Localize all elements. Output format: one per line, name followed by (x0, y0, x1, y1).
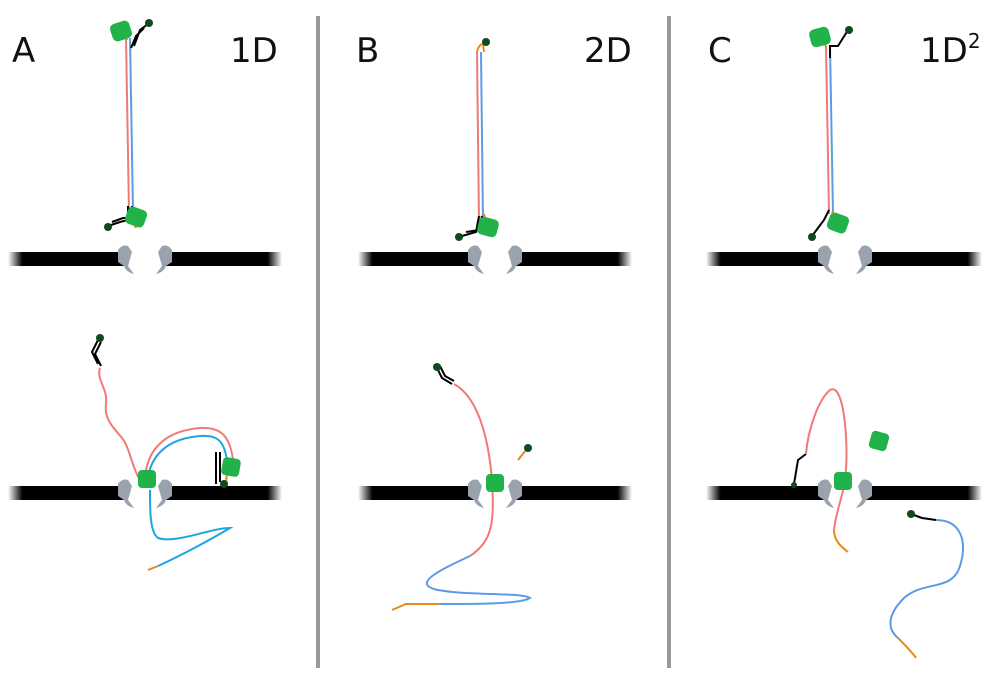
dna-duplex (107, 23, 149, 229)
tether-bead-icon (104, 223, 112, 231)
translocating-strand (90, 339, 235, 571)
motor-protein-icon (826, 212, 850, 234)
dna-duplex (811, 29, 849, 237)
membrane (358, 486, 478, 500)
nanopore-icon (468, 245, 484, 274)
nanopore-icon (118, 479, 134, 508)
membrane (512, 252, 632, 266)
panel-c: C 1D2 (706, 26, 982, 659)
membrane (162, 486, 282, 500)
translocating-strand (793, 388, 964, 659)
motor-protein-icon (486, 474, 504, 492)
membrane (512, 486, 632, 500)
membrane (8, 252, 128, 266)
motor-protein-icon (868, 430, 890, 452)
tether-bead-icon (907, 510, 915, 518)
nanopore-icon (818, 479, 834, 508)
nanopore-icon (156, 245, 172, 274)
nanopore-icon (818, 245, 834, 274)
tether-bead-icon (433, 363, 441, 371)
panel-letter: A (12, 31, 35, 71)
tether-bead-icon (524, 444, 532, 452)
nanopore-icon (468, 479, 484, 508)
nanopore-icon (156, 479, 172, 508)
tether-bead-icon (455, 233, 463, 241)
membrane (162, 252, 282, 266)
panel-mode-label: 1D (230, 31, 278, 71)
tether-bead-icon (145, 19, 153, 27)
tether-bead-icon (220, 480, 228, 488)
motor-protein-icon (477, 216, 499, 238)
motor-protein-icon (834, 472, 852, 490)
membrane (862, 486, 982, 500)
panel-b: B 2D (356, 31, 632, 611)
motor-protein-icon (110, 20, 132, 42)
motor-protein-icon (809, 26, 831, 48)
membrane (358, 252, 478, 266)
tether-bead-icon (808, 233, 816, 241)
tether-bead-icon (791, 482, 797, 488)
tether-bead-icon (845, 26, 853, 34)
nanopore-icon (506, 245, 522, 274)
panel-letter: B (356, 31, 379, 71)
dna-hairpin (461, 42, 489, 237)
panel-mode-label: 1D2 (920, 29, 981, 71)
nanopore-icon (506, 479, 522, 508)
membrane (862, 252, 982, 266)
nanopore-icon (856, 245, 872, 274)
motor-protein-icon (124, 206, 148, 228)
nanopore-icon (856, 479, 872, 508)
membrane (706, 486, 828, 500)
panel-a: A 1D (8, 19, 282, 571)
motor-protein-icon (221, 457, 241, 477)
nanopore-icon (118, 245, 134, 274)
membrane (706, 252, 828, 266)
panel-letter: C (708, 31, 732, 71)
tether-bead-icon (482, 38, 490, 46)
membrane (8, 486, 128, 500)
tether-bead-icon (96, 334, 104, 342)
motor-protein-icon (138, 470, 156, 488)
panel-mode-label: 2D (584, 31, 632, 71)
